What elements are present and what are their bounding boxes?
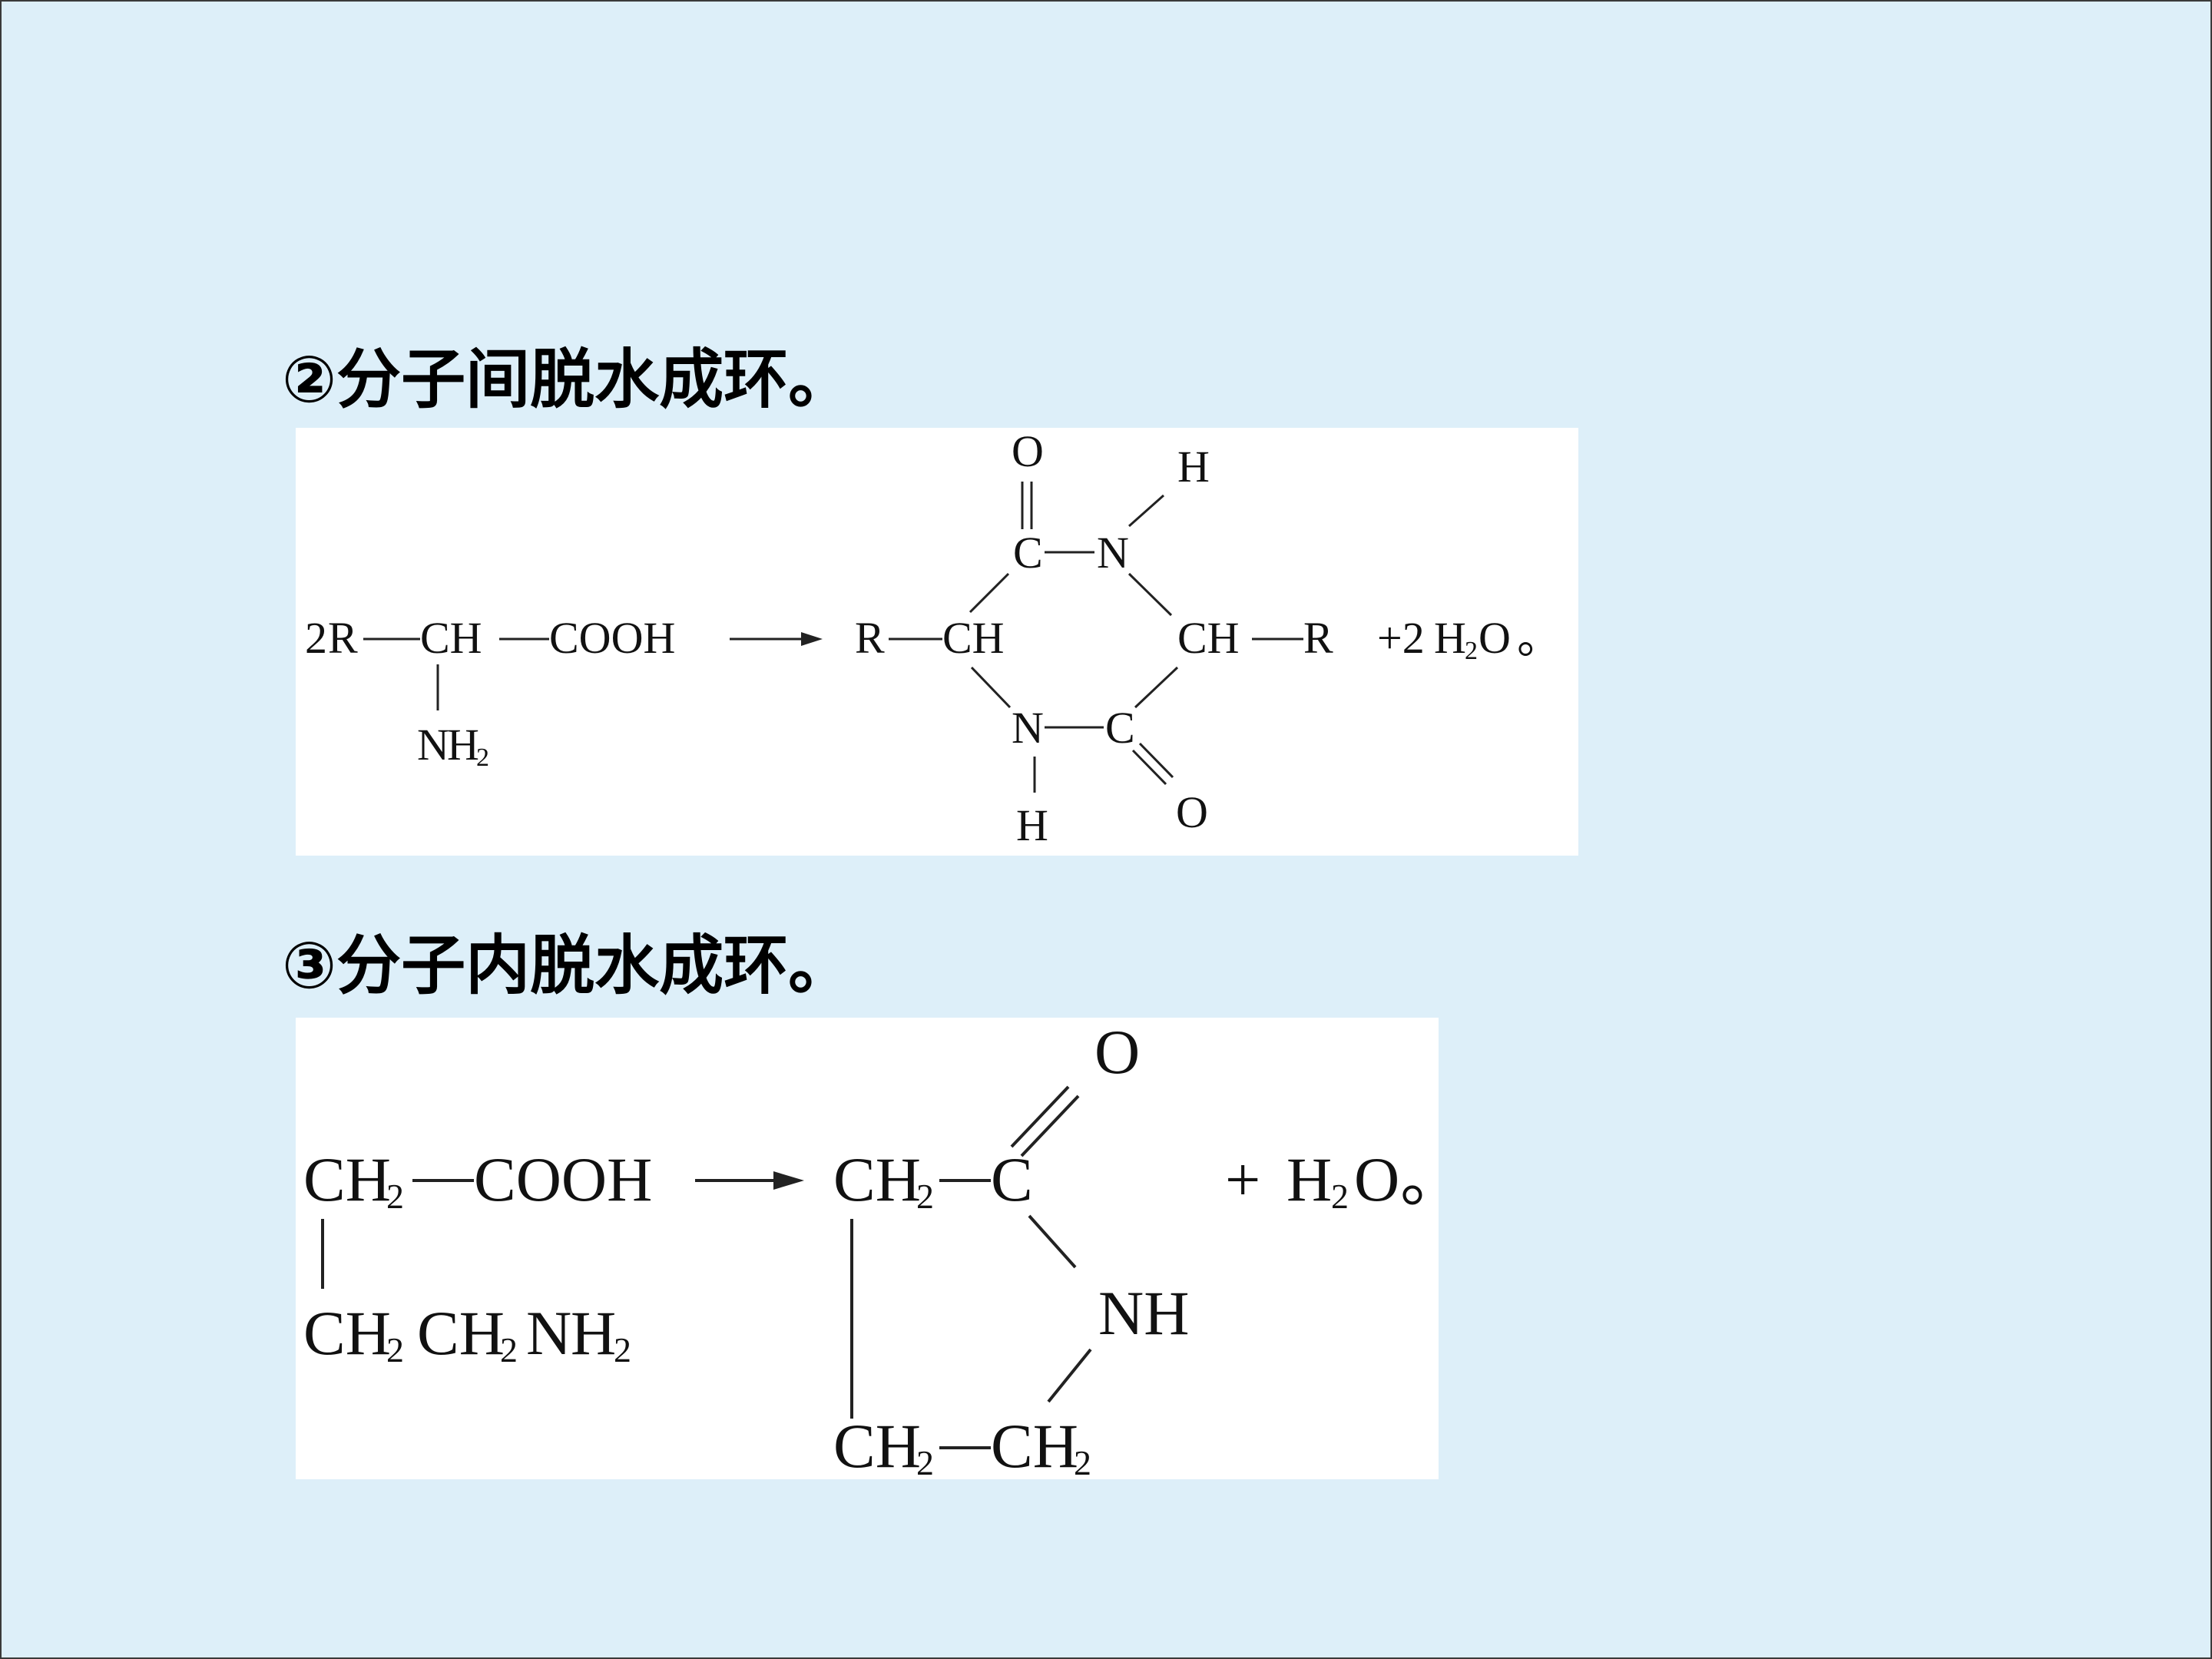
product-ch-bottom-right: CH (991, 1411, 1078, 1479)
reaction-arrow-head (773, 1171, 804, 1190)
heading-intermolecular-cyclization: ②分子间脱水成环。 (282, 342, 853, 417)
product-bottom-h: H (1016, 800, 1048, 850)
product-sub-2-a: 2 (916, 1177, 934, 1216)
plus-2: +2 (1377, 613, 1425, 663)
reactant-sub-2-a: 2 (386, 1177, 404, 1216)
reactant-ch-b: CH (303, 1298, 391, 1368)
product-top-o: O (1012, 428, 1044, 476)
reactant-sub-2-b: 2 (386, 1330, 404, 1369)
bond-bottom-co-a (1131, 749, 1167, 786)
product-bottom-o: O (1176, 787, 1208, 837)
reactant-h: H (447, 720, 479, 770)
bond-co-a (1010, 1085, 1070, 1148)
water-o: O (1354, 1144, 1399, 1214)
product-bottom-c: C (1105, 703, 1135, 753)
reaction-arrow-head (801, 632, 823, 646)
product-ch-top: CH (833, 1144, 921, 1214)
product-top-c: C (1013, 528, 1043, 578)
bond-nh-ch2 (1047, 1348, 1092, 1403)
bond-bottom-co-b (1138, 742, 1174, 779)
product-o: O (1094, 1018, 1140, 1087)
product-top-n: N (1097, 528, 1129, 578)
plus: + (1225, 1144, 1260, 1214)
reaction-diagram-intramolecular: CH 2 COOH CH 2 CH 2 N H 2 CH 2 C O NH (303, 1018, 1439, 1479)
reactant-sub-2-d: 2 (614, 1330, 631, 1369)
water-sub-2: 2 (1465, 637, 1478, 665)
bond-ring-ch-c (969, 572, 1010, 614)
product-right-ch: CH (1177, 613, 1240, 663)
reactant-n: N (417, 720, 449, 770)
bond-ring-ch-c-bottom (1134, 666, 1179, 709)
reactant-sub-2: 2 (476, 743, 489, 772)
reaction-diagram-intermolecular: 2 R CH COOH N H 2 R CH CH R C N (305, 428, 1561, 850)
product-left-r: R (855, 613, 885, 663)
reaction-panel-intermolecular: 2 R CH COOH N H 2 R CH CH R C N (296, 428, 1578, 856)
product-top-h: H (1177, 442, 1210, 492)
reactant-sub-2-c: 2 (500, 1330, 518, 1369)
product-nh: NH (1098, 1278, 1189, 1348)
reactant-ch-c: CH (417, 1298, 505, 1368)
bond-c-nh (1028, 1214, 1077, 1269)
water-sub-2: 2 (1331, 1177, 1349, 1216)
reactant-r: R (328, 613, 358, 663)
heading-intramolecular-cyclization: ③分子内脱水成环。 (282, 928, 853, 1003)
product-right-r: R (1303, 613, 1333, 663)
reactant-ch-top: CH (303, 1144, 391, 1214)
reactant-n: N (526, 1298, 571, 1368)
water-o: O (1479, 613, 1511, 663)
water-h: H (1434, 613, 1466, 663)
reactant-cooh: COOH (474, 1144, 652, 1214)
reaction-panel-intramolecular: CH 2 COOH CH 2 CH 2 N H 2 CH 2 C O NH (296, 1018, 1439, 1479)
bond-top-n-h (1128, 494, 1164, 528)
coefficient-2: 2 (305, 613, 327, 663)
product-sub-2-c: 2 (1074, 1443, 1091, 1479)
water-h: H (1286, 1144, 1332, 1214)
reactant-h: H (571, 1298, 616, 1368)
product-c: C (991, 1144, 1033, 1214)
bond-co-b (1020, 1094, 1080, 1157)
period: 。 (1400, 1144, 1439, 1214)
product-sub-2-b: 2 (916, 1443, 934, 1479)
product-bottom-n: N (1012, 703, 1044, 753)
bond-ring-ch-n-bottom (970, 666, 1012, 709)
reactant-ch: CH (420, 613, 482, 663)
reactant-cooh: COOH (549, 613, 675, 663)
bond-ring-n-ch (1128, 572, 1173, 617)
period: 。 (1517, 613, 1561, 663)
product-left-ch: CH (942, 613, 1005, 663)
product-ch-bottom-left: CH (833, 1411, 921, 1479)
